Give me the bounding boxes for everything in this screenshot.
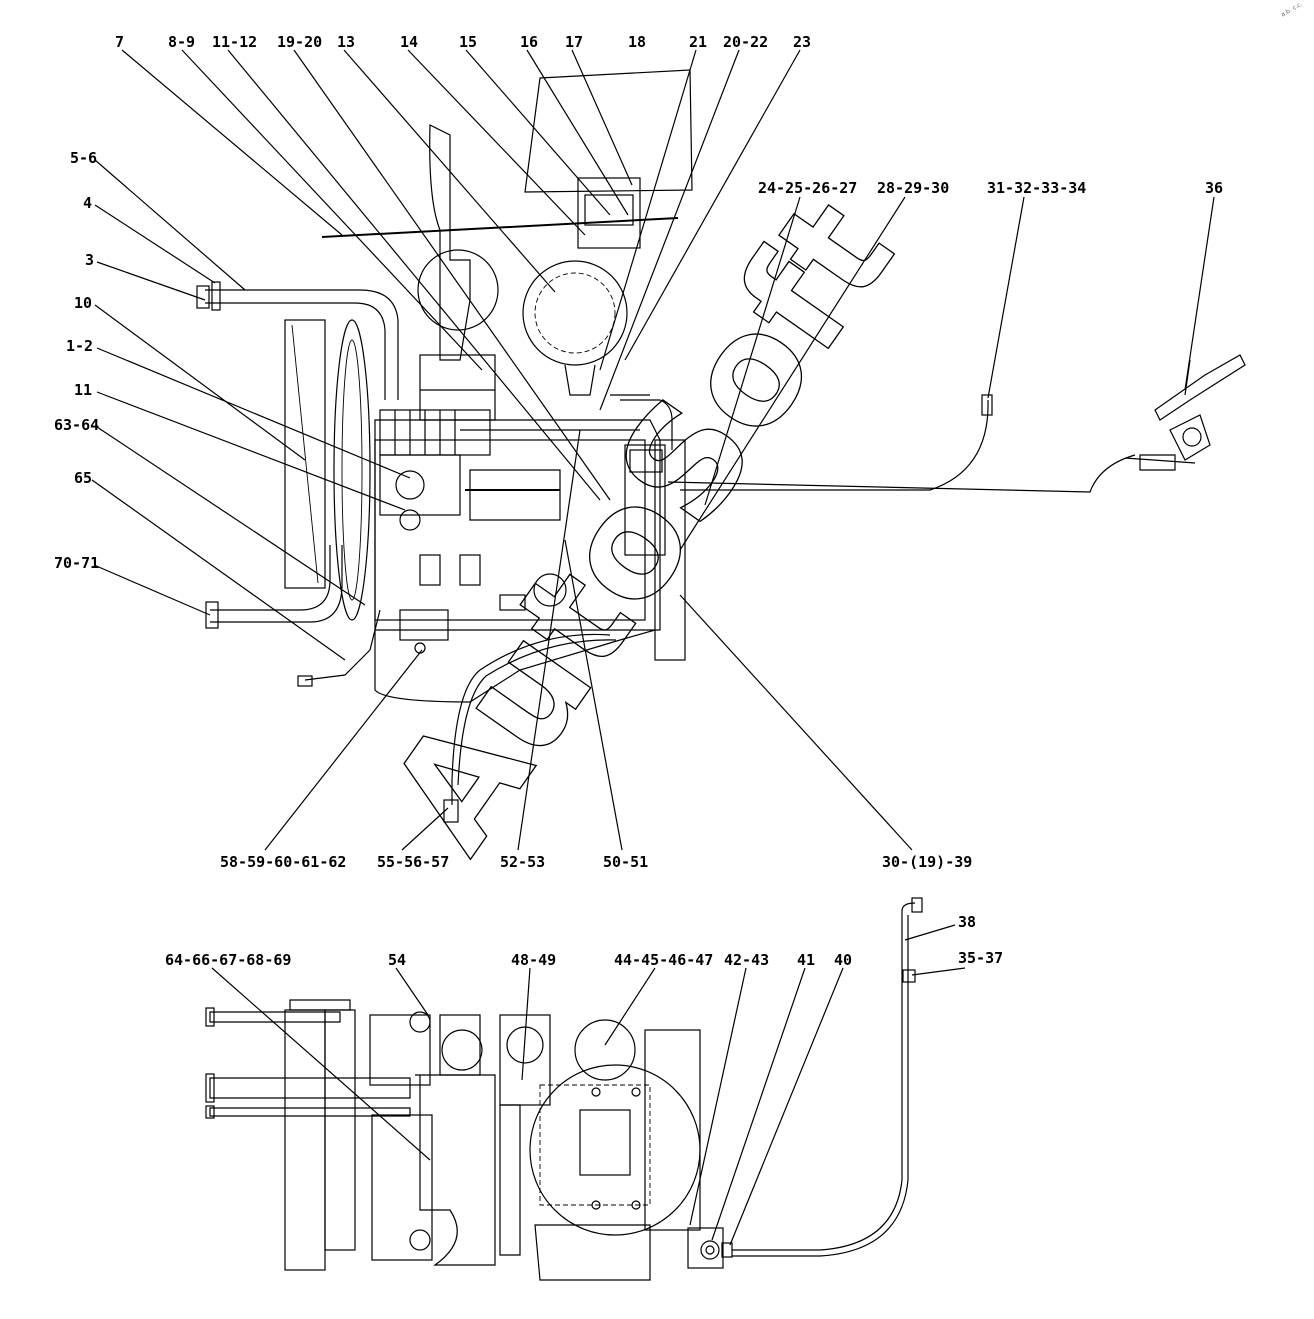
- label-8-9: 8-9: [168, 33, 195, 51]
- label-55-57: 55-56-57: [377, 853, 449, 871]
- air-cleaner: [522, 260, 628, 366]
- precleaner-cap: [524, 69, 693, 193]
- injection-pump: [379, 409, 491, 531]
- exhaust-pipe: [429, 124, 471, 361]
- oil-pan: [374, 629, 656, 703]
- label-18: 18: [628, 33, 646, 51]
- label-11: 11: [74, 381, 92, 399]
- label-36: 36: [1205, 179, 1223, 197]
- valve-block: [687, 1227, 733, 1269]
- engine-top-view: [205, 897, 923, 1281]
- label-5-6: 5-6: [70, 149, 97, 167]
- label-17: 17: [565, 33, 583, 51]
- accelerator-pedal: [1124, 354, 1246, 471]
- label-31-34: 31-32-33-34: [987, 179, 1086, 197]
- label-64-69: 64-66-67-68-69: [165, 951, 291, 969]
- label-16: 16: [520, 33, 538, 51]
- label-10: 10: [74, 294, 92, 312]
- label-4: 4: [83, 194, 92, 212]
- label-23: 23: [793, 33, 811, 51]
- label-40: 40: [834, 951, 852, 969]
- label-1-2: 1-2: [66, 337, 93, 355]
- label-28-30: 28-29-30: [877, 179, 949, 197]
- label-7: 7: [115, 33, 124, 51]
- engine-side-view: [196, 69, 1136, 823]
- label-44-47: 44-45-46-47: [614, 951, 713, 969]
- label-30-19-39: 30-(19)-39: [882, 853, 972, 871]
- label-3: 3: [85, 251, 94, 269]
- label-21: 21: [689, 33, 707, 51]
- label-15: 15: [459, 33, 477, 51]
- label-35-37: 35-37: [958, 949, 1003, 967]
- label-42-43: 42-43: [724, 951, 769, 969]
- label-50-51: 50-51: [603, 853, 648, 871]
- label-54: 54: [388, 951, 406, 969]
- label-48-49: 48-49: [511, 951, 556, 969]
- label-11-12: 11-12: [212, 33, 257, 51]
- air-cleaner-top: [529, 1064, 701, 1236]
- label-41: 41: [797, 951, 815, 969]
- label-58-62: 58-59-60-61-62: [220, 853, 346, 871]
- label-20-22: 20-22: [723, 33, 768, 51]
- control-cable: [732, 902, 916, 1251]
- throttle-cable: [667, 454, 1136, 493]
- upper-hose: [205, 289, 399, 400]
- label-70-71: 70-71: [54, 554, 99, 572]
- fan-pulley: [333, 319, 371, 621]
- support-bar: [321, 217, 679, 238]
- label-19-20: 19-20: [277, 33, 322, 51]
- corner-note: a.b. c.c.: [1280, 1, 1304, 19]
- lower-hose: [210, 545, 331, 611]
- label-63-64: 63-64: [54, 416, 99, 434]
- label-24-27: 24-25-26-27: [758, 179, 857, 197]
- label-14: 14: [400, 33, 418, 51]
- leader-lines: [91, 49, 1215, 1246]
- label-38: 38: [958, 913, 976, 931]
- fuel-filter: [624, 444, 666, 556]
- watermark: AutoSoft: [357, 170, 927, 881]
- callout-labels: 7 8-9 11-12 19-20 13 14 15 16 17 18 21 2…: [54, 33, 1223, 969]
- label-13: 13: [337, 33, 355, 51]
- label-65: 65: [74, 469, 92, 487]
- muffler: [417, 249, 499, 331]
- radiator: [284, 319, 326, 589]
- label-52-53: 52-53: [500, 853, 545, 871]
